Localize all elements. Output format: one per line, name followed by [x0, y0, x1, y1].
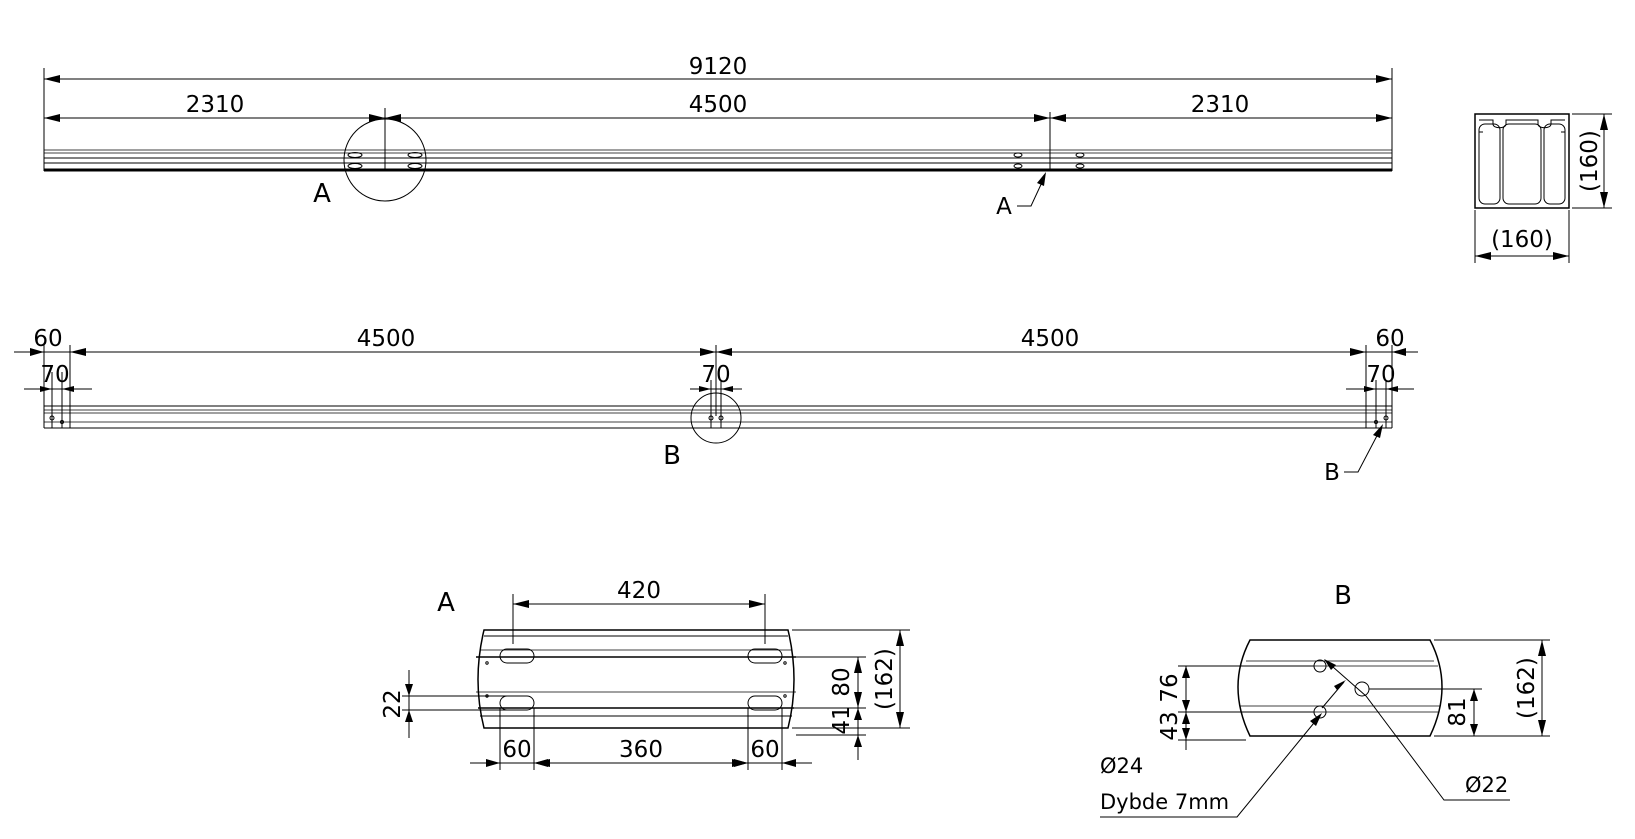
- dim-left-end: 60: [33, 326, 62, 352]
- dim-detail-a-left: 60: [502, 737, 531, 763]
- dim-right-segment: 2310: [1191, 92, 1250, 118]
- slot-upper-right: [747, 648, 783, 664]
- slot-upper-left: [499, 648, 535, 664]
- detail-callout-a: A: [313, 179, 331, 209]
- note-hole-diameter: Ø24: [1100, 754, 1143, 778]
- dim-section-width: (160): [1491, 227, 1553, 253]
- dim-center-segment: 4500: [689, 92, 748, 118]
- dim-detail-a-upper: 80: [829, 667, 855, 696]
- leader-label-a: A: [996, 194, 1012, 220]
- note-hole-depth: Dybde 7mm: [1100, 790, 1229, 814]
- dim-center-hole: 70: [701, 362, 730, 388]
- dim-right-end: 60: [1375, 326, 1404, 352]
- detail-b-title: B: [1334, 581, 1352, 611]
- detail-callout-b: B: [663, 441, 681, 471]
- dim-left-span: 4500: [357, 326, 416, 352]
- dim-section-height: (160): [1577, 130, 1603, 192]
- dim-detail-b-lower: 43: [1157, 711, 1183, 740]
- detail-circle-b: [690, 392, 742, 444]
- middle-view: 60 4500 4500 60 70 70 70: [14, 326, 1418, 486]
- slot-lower-left: [499, 695, 535, 711]
- slot-lower-right: [747, 695, 783, 711]
- beam-top: [43, 149, 1393, 172]
- beam-side: [43, 405, 1393, 429]
- dim-right-hole: 70: [1366, 362, 1395, 388]
- section-view: (160) (160): [1474, 113, 1612, 263]
- top-view: 9120 2310 4500 2310: [43, 54, 1393, 220]
- detail-circle-a: [343, 118, 427, 202]
- detail-a: A 420 22: [380, 578, 910, 770]
- dim-overall-length: 9120: [689, 54, 748, 80]
- note-hole2-diameter: Ø22: [1465, 773, 1508, 797]
- dim-detail-b-right: 81: [1445, 697, 1471, 726]
- leader-label-b: B: [1324, 460, 1340, 486]
- detail-a-title: A: [437, 588, 455, 618]
- dim-detail-a-top: 420: [617, 578, 661, 604]
- detail-b: B 76 43 81 (162): [1100, 581, 1550, 818]
- dim-detail-b-upper: 76: [1157, 673, 1183, 702]
- dim-detail-a-lower: 41: [829, 705, 855, 734]
- dim-right-span: 4500: [1021, 326, 1080, 352]
- dim-left-segment: 2310: [186, 92, 245, 118]
- dim-detail-a-right: 60: [750, 737, 779, 763]
- dim-detail-a-center: 360: [619, 737, 663, 763]
- dim-detail-a-overall: (162): [872, 648, 898, 710]
- dim-detail-b-overall: (162): [1514, 657, 1540, 719]
- dim-detail-a-slot: 22: [380, 689, 406, 718]
- dim-left-hole: 70: [40, 362, 69, 388]
- hole-right: [1354, 681, 1370, 697]
